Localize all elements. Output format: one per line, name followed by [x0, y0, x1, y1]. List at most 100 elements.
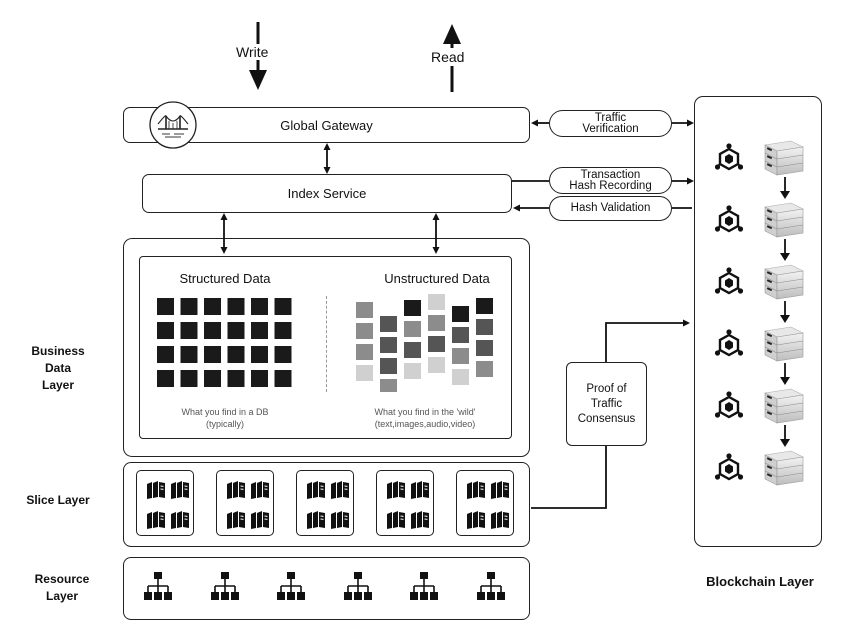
unstructured-cell	[380, 379, 397, 395]
proof-of-traffic-consensus-box[interactable]: Proof of Traffic Consensus	[566, 362, 647, 446]
unstructured-cell	[404, 363, 421, 379]
traffic-verification-pill[interactable]: Traffic Verification	[549, 110, 672, 137]
read-label: Read	[431, 49, 465, 65]
resource-layer-box	[123, 557, 530, 620]
chain-down-arrow	[779, 239, 791, 268]
file-stack-icon	[489, 509, 511, 536]
slice-box[interactable]	[456, 470, 514, 536]
cube-network-icon	[713, 205, 745, 242]
structured-cell	[274, 298, 292, 315]
unstructured-cell	[380, 316, 397, 332]
unstructured-cell	[476, 319, 493, 335]
structured-cell	[227, 346, 245, 363]
structured-cell	[204, 322, 221, 339]
unstructured-cell	[380, 358, 397, 374]
file-stack-icon	[169, 479, 191, 506]
business-layer-label-line1: Business Data	[31, 344, 85, 375]
server-block-icon	[761, 449, 805, 492]
unstructured-cell	[428, 336, 445, 352]
traffic-verification-line1: Traffic	[594, 111, 627, 124]
slice-box[interactable]	[136, 470, 194, 536]
structured-cell	[274, 370, 292, 387]
hierarchy-icon	[410, 572, 438, 607]
structured-cell	[180, 346, 198, 363]
consensus-chain-link	[605, 319, 690, 362]
server-block-icon	[761, 387, 805, 430]
structured-cell	[204, 298, 221, 315]
hierarchy-icon	[476, 572, 505, 607]
traffic-verification-line2: Verification	[582, 122, 639, 135]
consensus-line2: Traffic	[590, 397, 623, 410]
file-stack-icon	[145, 509, 167, 536]
unstructured-cell	[476, 361, 493, 377]
structured-caption-line1: What you find in a DB	[181, 407, 269, 417]
structured-cell	[251, 298, 268, 315]
file-stack-icon	[385, 479, 407, 506]
cube-network-icon	[713, 143, 745, 180]
structured-cell	[157, 346, 174, 363]
file-stack-icon	[489, 479, 511, 506]
unstructured-cell	[428, 315, 445, 331]
transaction-hash-recording-pill[interactable]: Transaction Hash Recording	[549, 167, 672, 194]
unstructured-cell	[356, 302, 373, 318]
blockchain-layer-label: Blockchain Layer	[706, 574, 814, 589]
business-layer-label-line2: Layer	[41, 378, 75, 392]
slice-box[interactable]	[296, 470, 354, 536]
bridge-icon	[148, 100, 198, 150]
structured-cell	[157, 298, 174, 315]
unstructured-cell	[476, 298, 493, 314]
file-stack-icon	[465, 509, 487, 536]
unstructured-cell	[452, 327, 469, 343]
unstructured-cell	[404, 342, 421, 358]
transaction-line2: Hash Recording	[569, 179, 652, 192]
structured-cell	[180, 370, 198, 387]
unstructured-cell	[428, 294, 445, 310]
unstructured-cell	[404, 321, 421, 337]
file-stack-icon	[409, 509, 431, 536]
structured-cell	[157, 370, 174, 387]
hierarchy-icon	[210, 572, 239, 607]
file-stack-icon	[329, 509, 351, 536]
server-block-icon	[761, 139, 805, 182]
unstructured-cell	[452, 348, 469, 364]
cube-network-icon	[713, 329, 745, 366]
structured-cell	[227, 370, 245, 387]
write-arrow	[249, 22, 267, 90]
hierarchy-icon	[144, 572, 172, 607]
cube-network-icon	[713, 267, 745, 304]
hierarchy-icon	[277, 572, 305, 607]
chain-down-arrow	[779, 177, 791, 206]
hierarchy-icon	[343, 572, 372, 607]
hash-validation-label: Hash Validation	[570, 202, 651, 214]
transaction-line1: Transaction	[580, 168, 641, 181]
structured-cell	[227, 298, 245, 315]
structured-cell	[180, 322, 198, 339]
slice-layer-label: Slice Layer	[26, 493, 90, 507]
unstructured-data-title: Unstructured Data	[384, 271, 490, 286]
read-arrow	[443, 24, 461, 92]
unstructured-caption-line2: (text,images,audio,video)	[374, 419, 476, 429]
slice-consensus-link	[531, 446, 607, 509]
file-stack-icon	[305, 479, 327, 506]
file-stack-icon	[249, 479, 271, 506]
structured-cell	[274, 346, 292, 363]
file-stack-icon	[225, 479, 247, 506]
data-divider	[326, 296, 328, 392]
resource-label-line1: Resource	[34, 572, 90, 586]
index-service-label: Index Service	[287, 186, 367, 201]
business-data-layer-label: Business Data Layer	[18, 343, 98, 394]
index-service-box[interactable]: Index Service	[142, 174, 512, 213]
unstructured-cell	[476, 340, 493, 356]
consensus-line3: Consensus	[577, 412, 636, 425]
chain-down-arrow	[779, 301, 791, 330]
slice-box[interactable]	[216, 470, 274, 536]
cube-network-icon	[713, 453, 745, 490]
file-stack-icon	[409, 479, 431, 506]
chain-down-arrow	[779, 425, 791, 454]
unstructured-cell	[356, 365, 373, 381]
structured-caption: What you find in a DB (typically)	[140, 406, 310, 430]
slice-box[interactable]	[376, 470, 434, 536]
hash-validation-pill[interactable]: Hash Validation	[549, 196, 672, 221]
structured-caption-line2: (typically)	[205, 419, 244, 429]
